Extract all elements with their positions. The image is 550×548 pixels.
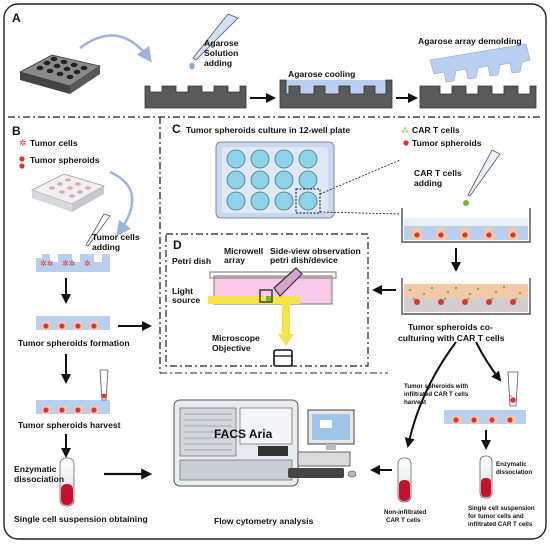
- legend-car-t: CAR T cells: [412, 125, 460, 135]
- petri-dish-label: Petri dish: [172, 256, 211, 266]
- svg-text:✲: ✲: [84, 259, 91, 268]
- car-t-adding-2: adding: [414, 178, 442, 188]
- enzymatic-b-2: dissociation: [14, 474, 64, 484]
- agarose-label-2: Solution: [204, 48, 238, 58]
- well-spheroids: [401, 208, 531, 243]
- pipette-icon: [189, 13, 239, 70]
- single-cell-r-1: Single cell suspension: [468, 505, 535, 512]
- outer-frame: [3, 3, 547, 540]
- enzymatic-r-2: dissociation: [496, 469, 532, 476]
- pipette-c-icon: [463, 149, 501, 206]
- tumor-cells-adding-2: adding: [92, 242, 120, 252]
- test-tube-b: [59, 457, 75, 507]
- microscope-label-1: Microscope: [212, 333, 260, 343]
- panel-c-title: Tumor spheroids culture in 12-well plate: [186, 125, 350, 135]
- tumor-cells-adding-1: Tumor cells: [92, 232, 140, 242]
- single-cell-label: Single cell suspension obtaining: [14, 514, 148, 524]
- facs-instrument: [173, 399, 299, 487]
- test-tube-right: [479, 455, 493, 499]
- microwell-label-1: Microwell: [224, 246, 263, 256]
- array-spheroid-formation: [36, 316, 110, 330]
- microscope-label-2: Objective: [212, 343, 251, 353]
- zoom-line-top: [319, 159, 401, 195]
- single-cell-r-3: infiltrated CAR T cells: [468, 521, 533, 528]
- array-cells-adding: ✲✲ ✲✲ ✲: [36, 254, 110, 272]
- well-coculture: [401, 278, 531, 315]
- side-view-label-1: Side-view observation: [270, 246, 361, 256]
- arrow-c-to-harvest: [475, 341, 502, 382]
- panel-d-box: [165, 233, 369, 367]
- panel-letter-c: C: [172, 122, 181, 136]
- panel-letter-a: A: [12, 11, 21, 25]
- array-harvest-infiltrated: [444, 371, 526, 424]
- legend-tumor-spheroids: Tumor spheroids: [30, 155, 100, 165]
- enzymatic-b-1: Enzymatic: [14, 464, 57, 474]
- tumor-cell-legend-icon: ✲: [19, 138, 27, 148]
- non-infiltrated-1: Non-infiltrated: [384, 509, 426, 516]
- car-t-adding-1: CAR T cells: [414, 168, 462, 178]
- coculturing-2: culturing with CAR T cells: [398, 333, 505, 343]
- computer-icon: [288, 409, 357, 478]
- facs-aria-label: FACS Aria: [214, 427, 273, 441]
- single-cell-r-2: for tumor cells and: [468, 513, 524, 520]
- agarose-label-1: Agarose: [204, 38, 239, 48]
- coculturing-1: Tumor spheroids co-: [408, 322, 493, 332]
- svg-text:✲✲: ✲✲: [62, 259, 76, 268]
- flow-cytometry-caption: Flow cytometry analysis: [214, 516, 314, 526]
- demolding-label: Agarose array demolding: [418, 36, 522, 46]
- curved-arrow-b: [109, 170, 134, 237]
- objective-icon: [273, 349, 293, 367]
- twelve-well-plate: [215, 141, 335, 219]
- zoom-line-bottom: [319, 211, 401, 215]
- side-view-label-2: petri dish/device: [270, 255, 338, 265]
- spheroids-formation-label: Tumor spheroids formation: [18, 338, 130, 348]
- non-infiltrated-2: CAR T cells: [386, 517, 421, 524]
- mold-tray-filled: [279, 79, 393, 109]
- light-source-1: Light: [172, 286, 193, 296]
- mold-tray-demold: [419, 85, 537, 109]
- agarose-label-3: adding: [204, 58, 232, 68]
- petri-dish-device: [208, 267, 337, 346]
- mold-3d: [18, 54, 101, 94]
- spheroid-legend-c-icon: [403, 140, 409, 146]
- array-spheroid-harvest: [36, 369, 110, 414]
- enzymatic-r-1: Enzymatic: [496, 461, 527, 468]
- arrow-c-to-noninfiltrated: [404, 341, 457, 448]
- curved-arrow-a: [79, 34, 152, 63]
- spheroid-legend-icon: [19, 156, 25, 162]
- harvest-infiltrated-3: harvest: [404, 399, 426, 406]
- harvest-infiltrated-2: infiltrated CAR T cells: [404, 391, 469, 398]
- panel-letter-d: D: [173, 238, 182, 252]
- light-source-2: source: [172, 295, 200, 305]
- car-t-legend-icon: ⁂: [401, 126, 409, 135]
- harvest-infiltrated-1: Tumor spheroids with: [404, 383, 468, 390]
- mold-tray-empty: [144, 85, 247, 109]
- agarose-array-demolded: [429, 43, 531, 83]
- microwell-label-2: array: [224, 255, 245, 265]
- legend-spheroids-c: Tumor spheroids: [412, 138, 482, 148]
- spheroids-harvest-label: Tumor spheroids harvest: [18, 420, 121, 430]
- agarose-layer: [284, 80, 388, 94]
- pipette-b-icon: [85, 213, 111, 247]
- svg-text:✲✲: ✲✲: [40, 259, 54, 268]
- spheroid-legend-icon-2: [19, 163, 25, 169]
- agarose-cooling-label: Agarose cooling: [288, 69, 355, 79]
- panel-letter-b: B: [12, 124, 21, 138]
- test-tube-noninfiltrated: [397, 457, 412, 503]
- agarose-array-3d: [30, 173, 106, 212]
- legend-tumor-cells: Tumor cells: [30, 138, 78, 148]
